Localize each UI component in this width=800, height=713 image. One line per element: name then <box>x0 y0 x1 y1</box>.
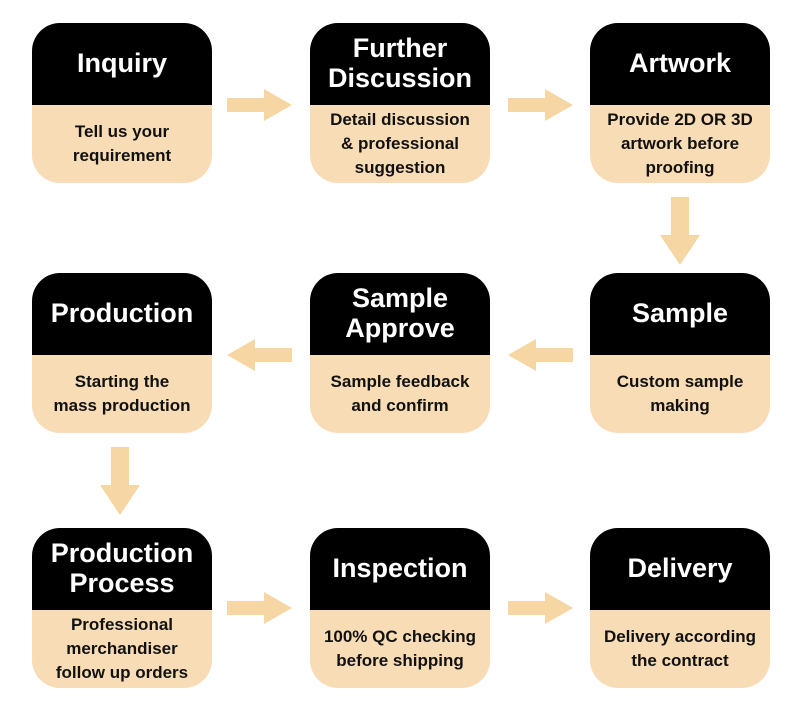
step-artwork-title: Artwork <box>590 23 770 105</box>
step-production-title: Production <box>32 273 212 355</box>
step-inspection-title: Inspection <box>310 528 490 610</box>
step-sample-title: Sample <box>590 273 770 355</box>
step-further-discussion-title: Further Discussion <box>310 23 490 105</box>
step-inquiry-title: Inquiry <box>32 23 212 105</box>
step-delivery-description: Delivery according the contract <box>590 610 770 688</box>
arrow-down-shape <box>100 447 140 515</box>
arrow-down-icon <box>100 447 140 515</box>
step-delivery: Delivery Delivery according the contract <box>590 528 770 688</box>
step-sample-approve: Sample Approve Sample feedback and confi… <box>310 273 490 433</box>
arrow-right-shape <box>508 592 573 624</box>
arrow-left-icon <box>508 339 573 371</box>
step-production-process: Production Process Professional merchand… <box>32 528 212 688</box>
step-further-discussion: Further Discussion Detail discussion & p… <box>310 23 490 183</box>
step-production-description: Starting the mass production <box>32 355 212 433</box>
arrow-left-icon <box>227 339 292 371</box>
arrow-right-shape <box>227 89 292 121</box>
step-inspection: Inspection 100% QC checking before shipp… <box>310 528 490 688</box>
step-production-process-title: Production Process <box>32 528 212 610</box>
arrow-right-icon <box>508 592 573 624</box>
step-sample-description: Custom sample making <box>590 355 770 433</box>
step-sample-approve-description: Sample feedback and confirm <box>310 355 490 433</box>
step-inquiry-description: Tell us your requirement <box>32 105 212 183</box>
step-production: Production Starting the mass production <box>32 273 212 433</box>
step-artwork-description: Provide 2D OR 3D artwork before proofing <box>590 105 770 183</box>
step-sample-approve-title: Sample Approve <box>310 273 490 355</box>
arrow-right-icon <box>227 89 292 121</box>
step-production-process-description: Professional merchandiser follow up orde… <box>32 610 212 688</box>
step-artwork: Artwork Provide 2D OR 3D artwork before … <box>590 23 770 183</box>
step-further-discussion-description: Detail discussion & professional suggest… <box>310 105 490 183</box>
step-delivery-title: Delivery <box>590 528 770 610</box>
arrow-right-icon <box>227 592 292 624</box>
arrow-right-icon <box>508 89 573 121</box>
arrow-down-icon <box>660 197 700 265</box>
arrow-right-shape <box>508 89 573 121</box>
arrow-right-shape <box>227 592 292 624</box>
step-sample: Sample Custom sample making <box>590 273 770 433</box>
step-inspection-description: 100% QC checking before shipping <box>310 610 490 688</box>
arrow-left-shape <box>227 339 292 371</box>
arrow-left-shape <box>508 339 573 371</box>
step-inquiry: Inquiry Tell us your requirement <box>32 23 212 183</box>
arrow-down-shape <box>660 197 700 265</box>
